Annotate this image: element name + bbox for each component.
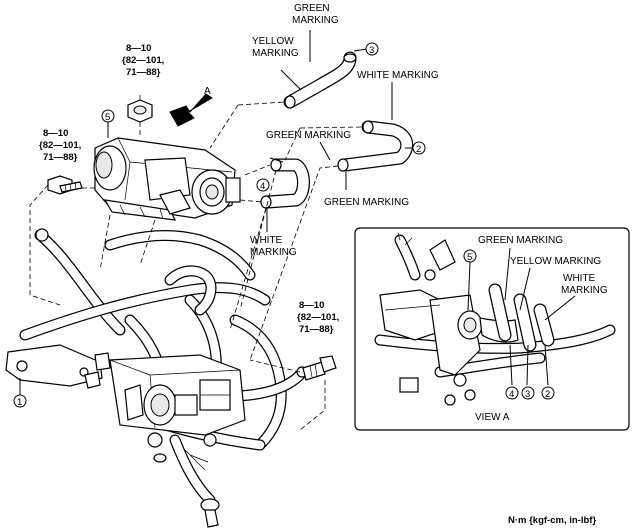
view-a-label: VIEW A [475, 412, 510, 423]
hose4-white-word: WHITE [250, 235, 283, 246]
bolt-left-part [47, 175, 83, 195]
torque-left-line3: 71—88} [43, 152, 78, 163]
nut-part [127, 95, 153, 123]
arrow-a-label: A [204, 86, 211, 97]
view-arrow-a [169, 93, 213, 127]
svg-text:3: 3 [525, 389, 530, 400]
svg-text:2: 2 [545, 389, 550, 400]
hose-3-part [283, 51, 357, 109]
hose3-yellow-marking-word: MARKING [252, 48, 299, 59]
inset-white-word: WHITE [563, 273, 596, 284]
callout-1: 1 [13, 394, 27, 408]
svg-text:4: 4 [260, 181, 265, 192]
inset-callout-3: 3 [521, 386, 535, 400]
pipe-assembly-drawing [5, 228, 308, 528]
torque-spec-bolt-left: 8—10 {82—101, 71—88} [39, 128, 81, 163]
callout-4: 4 [256, 178, 270, 192]
torque-spec-bolt-right: 8—10 {82—101, 71—88} [297, 300, 339, 335]
torque-right-line3: 71—88} [299, 324, 334, 335]
svg-text:3: 3 [369, 45, 374, 56]
inset-green-marking: GREEN MARKING [478, 235, 563, 246]
bolt-right-part [302, 355, 337, 381]
inset-callout-4: 4 [505, 386, 519, 400]
torque-spec-nut: 8—10 {82—101, 71—88} [122, 43, 164, 78]
svg-text:5: 5 [467, 252, 472, 263]
hose4-white-marking-word: MARKING [250, 247, 297, 258]
svg-text:1: 1 [17, 397, 22, 408]
callout-5: 5 [101, 109, 115, 123]
torque-nut-line1: 8—10 [126, 43, 151, 54]
view-a-inset: GREEN MARKING YELLOW MARKING WHITE MARKI… [354, 227, 630, 431]
inset-white-marking-word: MARKING [561, 285, 608, 296]
hose3-yellow-word: YELLOW [252, 36, 294, 47]
svg-text:5: 5 [105, 112, 110, 123]
inset-callout-2: 2 [541, 386, 555, 400]
torque-right-line2: {82—101, [297, 312, 339, 323]
inset-yellow-marking: YELLOW MARKING [510, 256, 601, 267]
torque-right-line1: 8—10 [299, 300, 324, 311]
hose2-white-marking: WHITE MARKING [357, 70, 439, 81]
inset-callout-5: 5 [463, 249, 477, 263]
assembly-lines [29, 101, 363, 431]
torque-nut-line3: 71—88} [126, 67, 161, 78]
hose4-green-marking: GREEN MARKING [266, 130, 351, 141]
torque-nut-line2: {82—101, [122, 55, 164, 66]
svg-text:2: 2 [416, 144, 421, 155]
hose3-green-marking-word: MARKING [292, 15, 339, 26]
callout-2: 2 [412, 141, 426, 155]
svg-text:4: 4 [509, 389, 514, 400]
torque-left-line1: 8—10 [43, 128, 68, 139]
units-note: N·m {kgf-cm, in-lbf} [508, 515, 596, 526]
hose3-green-word: GREEN [294, 3, 330, 14]
hose2-green-marking: GREEN MARKING [324, 197, 409, 208]
solenoid-valve-part [93, 137, 241, 221]
torque-left-line2: {82—101, [39, 140, 81, 151]
hose-2-part [337, 120, 414, 172]
callout-3: 3 [365, 42, 379, 56]
